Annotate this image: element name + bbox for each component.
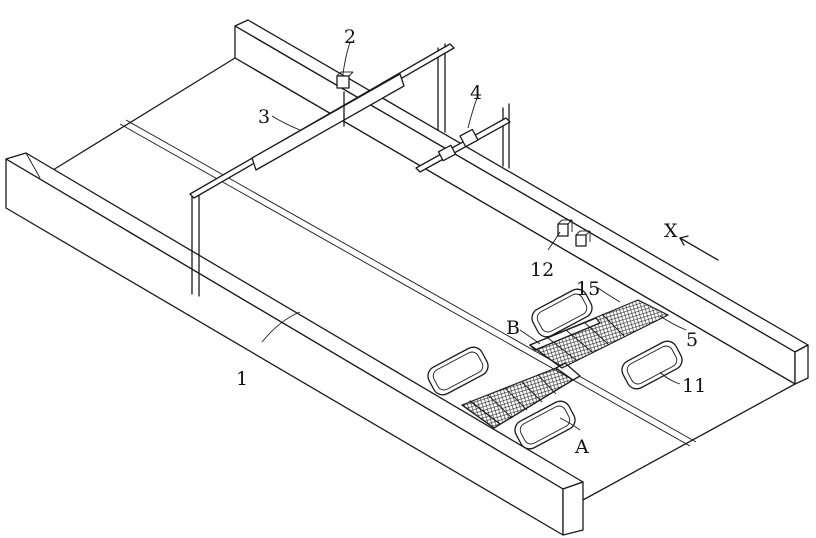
floor-opening-a-upper — [427, 346, 489, 396]
frame-4 — [415, 103, 511, 173]
sensor-2 — [336, 75, 350, 89]
floor-opening-a-lower — [514, 400, 576, 450]
near-wall — [5, 152, 584, 536]
label-12: 12 — [530, 259, 554, 281]
floor-opening-11 — [621, 340, 683, 390]
sensors-12 — [557, 219, 591, 247]
label-b: B — [506, 317, 520, 339]
clamp-4a — [437, 144, 457, 162]
leader-lines — [261, 41, 687, 431]
screen-assembly-b — [528, 299, 670, 369]
flow-direction-arrow — [679, 235, 719, 261]
label-11: 11 — [682, 375, 706, 397]
label-15: 15 — [576, 278, 600, 300]
label-a: A — [574, 436, 589, 458]
label-3: 3 — [258, 106, 270, 128]
label-x: X — [664, 220, 678, 242]
label-5: 5 — [686, 329, 698, 351]
reference-labels: 1 2 3 4 5 11 12 15 A B X — [236, 26, 706, 458]
gantry-frame-3 — [189, 43, 455, 297]
floor-opening-b-upper — [531, 288, 593, 338]
sensor-12b — [575, 234, 587, 247]
far-wall — [234, 19, 809, 385]
label-1: 1 — [236, 368, 248, 390]
sensor-12a — [557, 223, 569, 237]
label-4: 4 — [470, 82, 482, 104]
label-2: 2 — [344, 26, 356, 48]
floor-openings — [427, 288, 683, 450]
clamp-4b — [459, 128, 479, 148]
screen-assembly-a — [460, 362, 581, 429]
